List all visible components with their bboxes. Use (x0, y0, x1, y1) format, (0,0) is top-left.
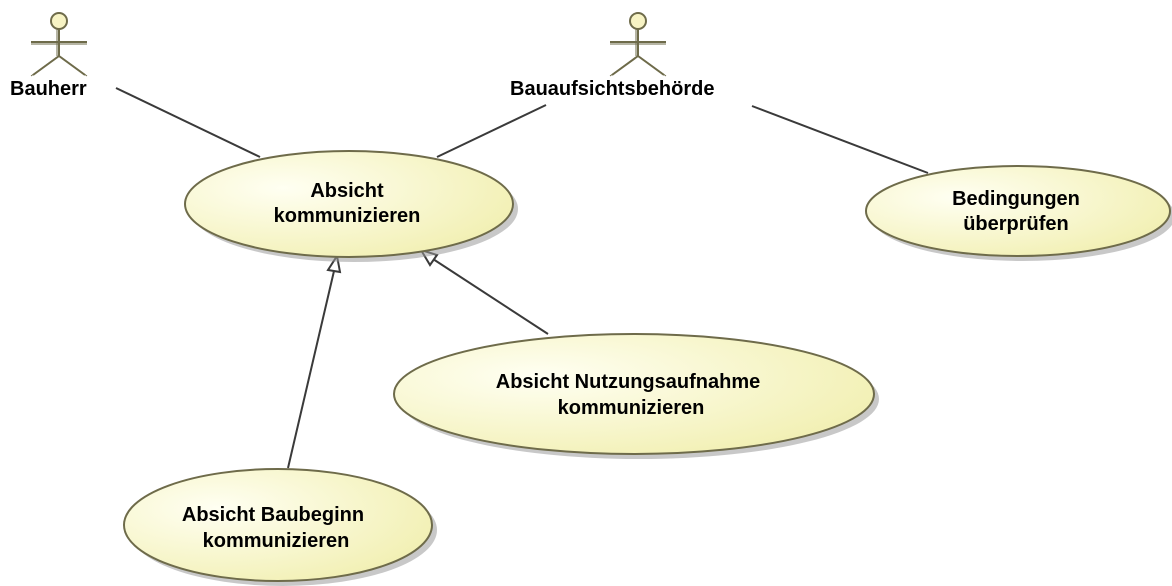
generalization-baubeginn-absicht[interactable] (287, 270, 335, 469)
association-bauherr-absicht[interactable] (115, 87, 261, 158)
actor-bauherr[interactable]: Bauherr (10, 12, 88, 100)
usecase-label-line-1: Bedingungen (952, 188, 1080, 210)
generalization-nutzung-absicht[interactable] (432, 258, 549, 335)
stick-figure-icon (30, 12, 88, 77)
usecase-ellipse (393, 333, 875, 455)
actor-bauaufsichtsbehoerde[interactable]: Bauaufsichtsbehörde (510, 12, 714, 100)
actor-name: Bauherr (10, 78, 87, 100)
usecase-label-line-1: Absicht Nutzungsaufnahme (496, 371, 760, 393)
usecase-label-line-1: Absicht Baubeginn (182, 504, 364, 526)
usecase-label-line-2: kommunizieren (274, 205, 421, 227)
usecase-label-line-2: überprüfen (963, 213, 1069, 235)
usecase-label-line-2: kommunizieren (203, 530, 350, 552)
stick-figure-icon (609, 12, 667, 77)
usecase-ellipse (184, 150, 514, 258)
usecase-label-line-2: kommunizieren (558, 397, 705, 419)
usecase-ellipse (865, 165, 1171, 257)
usecase-absicht-baubeginn-kommunizieren[interactable]: Absicht Baubeginn kommunizieren (123, 468, 437, 586)
usecase-bedingungen-ueberpruefen[interactable]: Bedingungen überprüfen (865, 165, 1172, 261)
association-behoerde-bedingungen[interactable] (751, 105, 929, 174)
usecase-label-line-1: Absicht (310, 180, 384, 202)
usecase-absicht-kommunizieren[interactable]: Absicht kommunizieren (184, 150, 518, 262)
usecase-absicht-nutzungsaufnahme-kommunizieren[interactable]: Absicht Nutzungsaufnahme kommunizieren (393, 333, 879, 459)
actor-name: Bauaufsichtsbehörde (510, 78, 714, 100)
association-behoerde-absicht[interactable] (436, 104, 547, 158)
usecase-ellipse (123, 468, 433, 582)
